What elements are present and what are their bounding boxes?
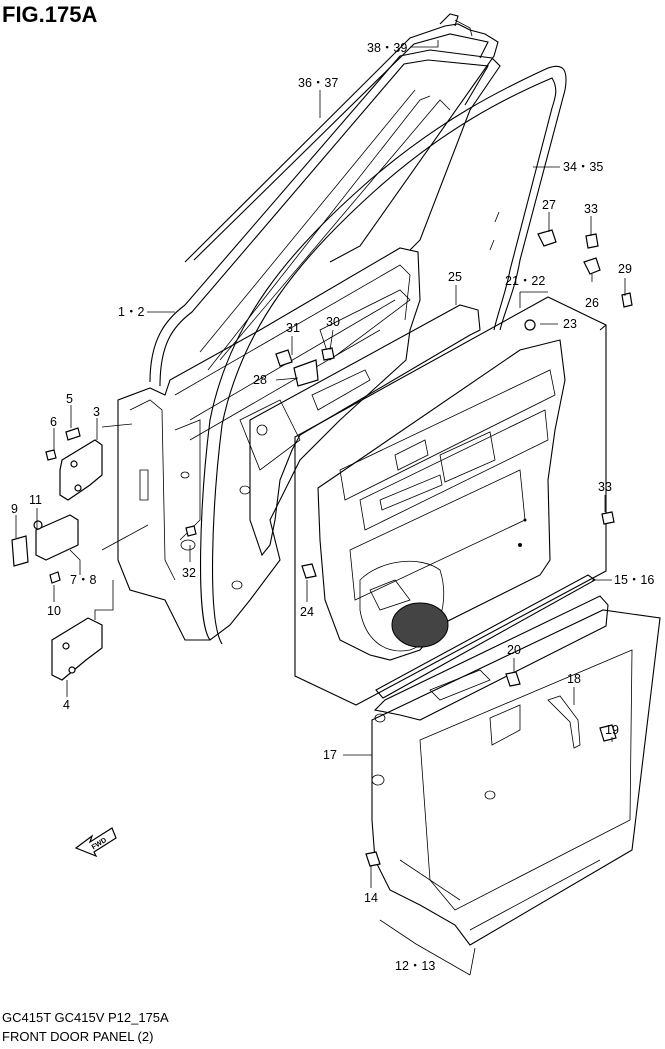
callout-31: 31 [286,321,300,335]
callout-30: 30 [326,315,340,329]
diagram-code: GC415T GC415V P12_175A [2,1010,169,1025]
callout-28: 28 [253,373,267,387]
callout-11: 11 [29,493,42,507]
callout-5: 5 [66,392,73,406]
callout-26: 26 [585,296,599,310]
callout-27: 27 [542,198,556,212]
fasteners [185,229,633,867]
door-frame-seal-part [149,49,501,387]
callout-labels: 38・39 36・37 34・35 1・2 27 33 29 26 21・22 … [11,41,654,973]
callout-14: 14 [364,891,378,905]
callout-24: 24 [300,605,314,619]
door-trim-panel-part [249,304,481,557]
callout-1-2: 1・2 [118,305,144,319]
glass-run-strip-part [184,13,499,263]
callout-20: 20 [507,643,521,657]
upper-hinge-part [45,427,103,501]
callout-12-13: 12・13 [395,959,435,973]
fwd-arrow-icon: FWD [74,827,117,858]
callout-21-22: 21・22 [505,274,545,288]
leader-lines [15,40,626,976]
callout-4: 4 [63,698,70,712]
callout-10: 10 [47,604,61,618]
callout-19: 19 [605,723,619,737]
figure-title: FIG.175A [2,2,98,27]
callout-33-top: 33 [584,202,598,216]
callout-32: 32 [182,566,196,580]
callout-17: 17 [323,748,337,762]
callout-18: 18 [567,672,581,686]
lower-hinge-part [51,617,103,681]
callout-36-37: 36・37 [298,76,338,90]
door-check-part [11,514,79,584]
callout-6: 6 [50,415,57,429]
door-opening-seal-part [199,65,567,645]
callout-29: 29 [618,262,632,276]
door-trim-assembly-part [294,296,607,706]
door-inner-panel-part [117,247,421,641]
diagram-description: FRONT DOOR PANEL (2) [2,1029,154,1044]
callout-34-35: 34・35 [563,160,603,174]
lower-door-trim-part [371,595,661,946]
callout-25: 25 [448,270,462,284]
callout-3: 3 [93,405,100,419]
callout-9: 9 [11,502,18,516]
callout-38-39: 38・39 [367,41,407,55]
callout-7-8: 7・8 [70,573,96,587]
callout-15-16: 15・16 [614,573,654,587]
callout-33-bottom: 33 [598,480,612,494]
callout-23: 23 [563,317,577,331]
